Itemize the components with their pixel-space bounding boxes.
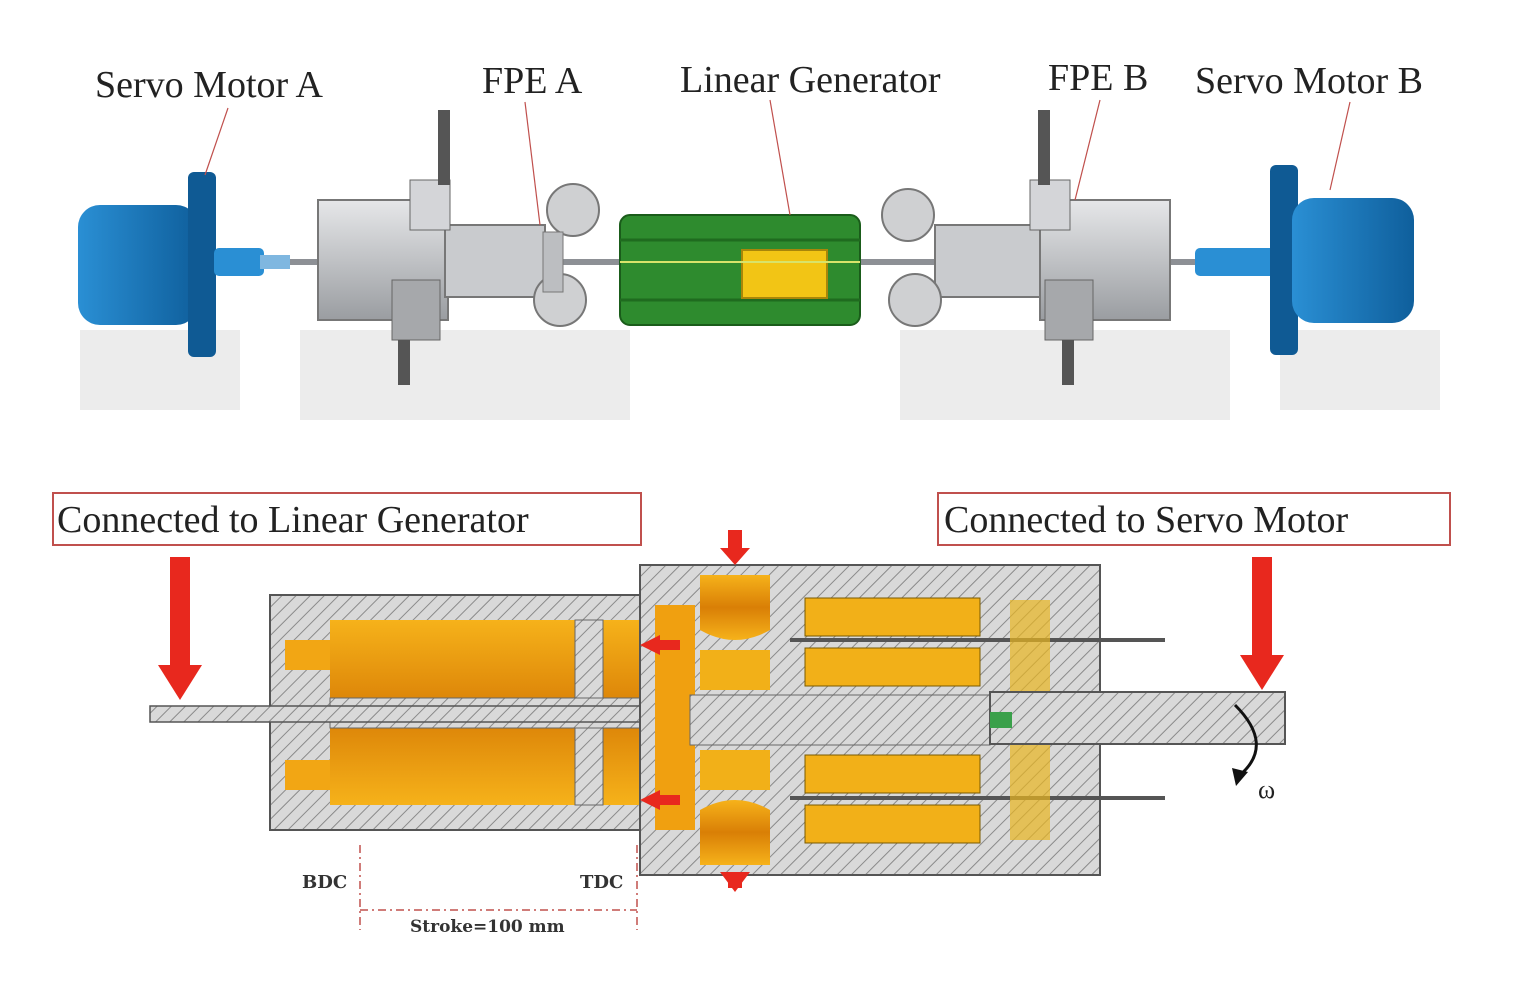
servo-shaft	[989, 691, 1286, 745]
connection-label-servo: Connected to Servo Motor	[937, 492, 1451, 546]
label-servo-motor-a: Servo Motor A	[95, 64, 324, 106]
floor-shadows	[80, 330, 1440, 420]
label-servo-motor-b: Servo Motor B	[1195, 60, 1423, 102]
label-fpe-b: FPE B	[1048, 57, 1148, 99]
omega-label: ω	[1258, 775, 1275, 804]
servo-motor-a	[78, 172, 290, 357]
label-fpe-a: FPE A	[482, 60, 583, 102]
label-linear-generator: Linear Generator	[680, 59, 941, 101]
rotation-arrow	[1233, 703, 1258, 777]
stroke-dimension	[359, 845, 638, 930]
fpe-b-engine	[881, 110, 1171, 385]
rotation-arrowhead	[1232, 768, 1248, 786]
stroke-label: Stroke=100 mm	[410, 917, 565, 937]
red-down-arrow-right	[1240, 557, 1284, 690]
red-down-arrow-left	[158, 557, 202, 700]
connected-to-servo-motor-text: Connected to Servo Motor	[944, 499, 1349, 541]
piston-rod-left	[149, 705, 651, 723]
fpe-a-engine	[317, 110, 600, 385]
shaft-seal	[990, 712, 1012, 728]
linear-generator	[619, 214, 861, 326]
connected-to-linear-generator-text: Connected to Linear Generator	[57, 499, 529, 541]
servo-motor-b	[1195, 165, 1414, 355]
bdc-label: BDC	[302, 872, 347, 893]
top-labels: Servo Motor A FPE A Linear Generator FPE…	[95, 57, 1423, 226]
flow-arrows	[640, 530, 750, 892]
connection-label-generator: Connected to Linear Generator	[52, 492, 642, 546]
tdc-label: TDC	[580, 872, 623, 893]
